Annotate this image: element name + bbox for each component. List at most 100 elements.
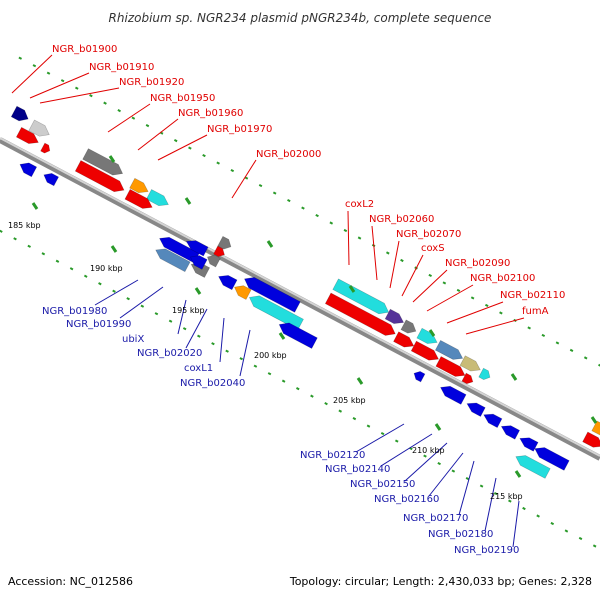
track-dot xyxy=(394,439,399,443)
kbp-tick xyxy=(110,245,118,253)
gene-label[interactable]: NGR_b02100 xyxy=(470,273,535,284)
track-dot xyxy=(536,514,540,518)
track-dot xyxy=(211,342,215,346)
track-dot xyxy=(437,461,441,466)
track-dot xyxy=(74,86,79,90)
gene-label[interactable]: NGR_b01970 xyxy=(207,124,272,135)
gene-label[interactable]: NGR_b02000 xyxy=(256,149,321,160)
track-dot xyxy=(324,402,328,406)
forward-gene xyxy=(400,319,417,334)
kbp-tick xyxy=(356,377,364,385)
gene-features xyxy=(10,105,600,479)
forward-gene xyxy=(435,356,466,377)
track-dot xyxy=(69,267,74,271)
reverse-gene xyxy=(185,240,209,257)
forward-gene xyxy=(129,177,149,194)
reverse-gene xyxy=(189,255,208,270)
track-dot xyxy=(131,116,136,120)
gene-label[interactable]: NGR_b01990 xyxy=(66,319,131,330)
track-dot xyxy=(541,333,546,337)
track-dot xyxy=(117,109,121,113)
leader-line xyxy=(29,72,90,99)
track-dot xyxy=(216,161,220,165)
track-dot xyxy=(202,154,206,158)
track-dot xyxy=(456,288,461,293)
gene-label[interactable]: NGR_b01910 xyxy=(89,62,154,73)
gene-label[interactable]: ubiX xyxy=(122,334,144,345)
gene-label[interactable]: NGR_b02170 xyxy=(403,513,468,524)
gene-label[interactable]: NGR_b02190 xyxy=(454,545,519,556)
leader-line xyxy=(426,284,474,312)
gene-label[interactable]: NGR_b01900 xyxy=(52,44,117,55)
leader-line xyxy=(137,118,179,151)
reverse-gene xyxy=(515,455,551,479)
kbp-tick-labels: 185 kbp 190 kbp 195 kbp 200 kbp 205 kbp … xyxy=(8,221,523,501)
track-dot xyxy=(578,536,583,541)
gene-label[interactable]: NGR_b02060 xyxy=(369,214,434,225)
gene-label[interactable]: coxL2 xyxy=(345,199,374,210)
track-dot xyxy=(386,251,390,255)
track-dot xyxy=(564,529,569,533)
reverse-gene xyxy=(43,173,59,187)
leader-line xyxy=(107,103,151,133)
reverse-gene xyxy=(466,402,486,417)
reverse-gene xyxy=(483,413,503,428)
track-dot xyxy=(296,387,300,391)
gene-label[interactable]: NGR_b02110 xyxy=(500,290,565,301)
gene-label[interactable]: NGR_b01920 xyxy=(119,77,184,88)
forward-gene xyxy=(213,245,225,257)
forward-gene xyxy=(591,420,600,438)
forward-gene xyxy=(15,126,39,144)
gene-label[interactable]: coxL1 xyxy=(184,363,213,374)
leader-line xyxy=(219,317,225,363)
gene-label[interactable]: NGR_b02020 xyxy=(137,348,202,359)
track-dot xyxy=(366,424,371,428)
backbone-shadow xyxy=(0,137,600,461)
gene-label[interactable]: NGR_b01960 xyxy=(178,108,243,119)
track-dot xyxy=(343,228,348,233)
kbp-label: 210 kbp xyxy=(412,446,445,455)
gene-label[interactable]: NGR_b02120 xyxy=(300,450,365,461)
reverse-gene xyxy=(248,295,304,331)
track-dot xyxy=(352,417,357,421)
track-dot xyxy=(508,499,512,503)
gene-label[interactable]: NGR_b01980 xyxy=(42,306,107,317)
leader-line xyxy=(185,308,208,349)
kbp-tick xyxy=(194,287,202,295)
reverse-gene xyxy=(218,275,238,291)
gene-label[interactable]: NGR_b01950 xyxy=(150,93,215,104)
leader-line xyxy=(404,442,448,482)
track-dot xyxy=(225,349,229,353)
forward-gene xyxy=(582,431,600,448)
reverse-gene xyxy=(234,285,252,300)
track-dot xyxy=(197,334,201,338)
track-dot xyxy=(310,394,314,398)
gene-label[interactable]: fumA xyxy=(522,306,549,317)
gene-label[interactable]: coxS xyxy=(421,243,445,254)
outer-tick-dots xyxy=(18,56,600,367)
gene-label[interactable]: NGR_b02090 xyxy=(445,258,510,269)
gene-label[interactable]: NGR_b02150 xyxy=(350,479,415,490)
reverse-gene xyxy=(413,371,426,383)
kbp-tick xyxy=(510,373,518,381)
forward-gene xyxy=(393,331,415,348)
leader-line xyxy=(94,279,139,306)
forward-gene-labels: NGR_b01900 NGR_b01910 NGR_b01920 NGR_b01… xyxy=(52,44,565,317)
track-dot xyxy=(0,229,3,233)
gene-label[interactable]: NGR_b02180 xyxy=(428,529,493,540)
forward-gene xyxy=(324,292,396,336)
reverse-gene xyxy=(440,385,467,405)
track-dot xyxy=(32,64,37,68)
gene-label[interactable]: NGR_b02160 xyxy=(374,494,439,505)
kbp-tick xyxy=(514,470,522,478)
kbp-tick xyxy=(590,416,598,424)
track-dot xyxy=(239,357,244,361)
accession-text: Accession: NC_012586 xyxy=(8,575,133,588)
gene-label[interactable]: NGR_b02070 xyxy=(396,229,461,240)
track-dot xyxy=(569,348,574,352)
map-title: Rhizobium sp. NGR234 plasmid pNGR234b, c… xyxy=(109,11,492,25)
gene-label[interactable]: NGR_b02040 xyxy=(180,378,245,389)
track-dot xyxy=(140,304,145,308)
reverse-gene xyxy=(155,248,191,273)
gene-label[interactable]: NGR_b02140 xyxy=(325,464,390,475)
